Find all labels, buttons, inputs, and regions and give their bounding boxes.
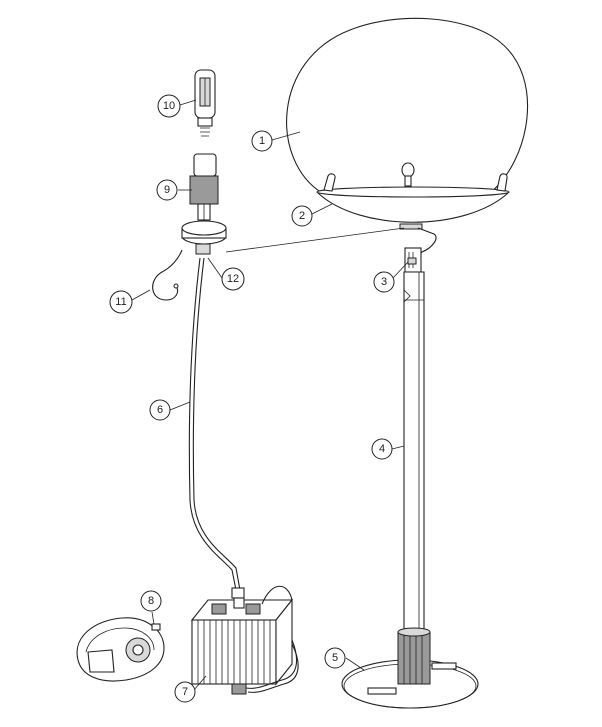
bracket-clamp	[404, 227, 437, 273]
svg-text:6: 6	[157, 404, 163, 416]
svg-text:3: 3	[381, 276, 387, 288]
support-cord	[225, 227, 405, 253]
battery-pack	[190, 585, 299, 695]
callout-1: 1	[251, 130, 273, 152]
remote-charger	[76, 617, 165, 682]
svg-text:4: 4	[379, 443, 385, 455]
svg-text:8: 8	[148, 595, 154, 607]
svg-text:5: 5	[332, 652, 338, 664]
svg-text:1: 1	[259, 135, 265, 147]
leader-lines	[131, 99, 409, 691]
svg-text:7: 7	[182, 686, 188, 698]
callout-6: 6	[149, 399, 171, 421]
callout-2: 2	[291, 205, 313, 227]
lamp-bulb	[194, 69, 216, 137]
mast-pole	[403, 271, 425, 649]
callout-4: 4	[371, 438, 393, 460]
callout-7: 7	[174, 681, 196, 703]
safety-hook	[152, 249, 183, 301]
base-plate	[341, 627, 479, 709]
connector-hub	[181, 220, 227, 255]
callout-11: 11	[109, 290, 133, 314]
power-cable	[188, 257, 245, 599]
svg-text:10: 10	[163, 100, 175, 112]
callout-9: 9	[156, 179, 178, 201]
callout-3: 3	[373, 271, 395, 293]
reflector-dish	[316, 162, 510, 230]
svg-text:2: 2	[299, 210, 305, 222]
callout-8: 8	[140, 590, 162, 612]
balloon-envelope	[286, 17, 529, 194]
callout-12: 12	[221, 267, 245, 291]
svg-text:9: 9	[164, 184, 170, 196]
svg-text:12: 12	[227, 273, 239, 285]
svg-text:11: 11	[115, 296, 126, 308]
callout-10: 10	[157, 94, 181, 118]
callout-5: 5	[324, 647, 346, 669]
lamp-holder	[189, 153, 219, 221]
